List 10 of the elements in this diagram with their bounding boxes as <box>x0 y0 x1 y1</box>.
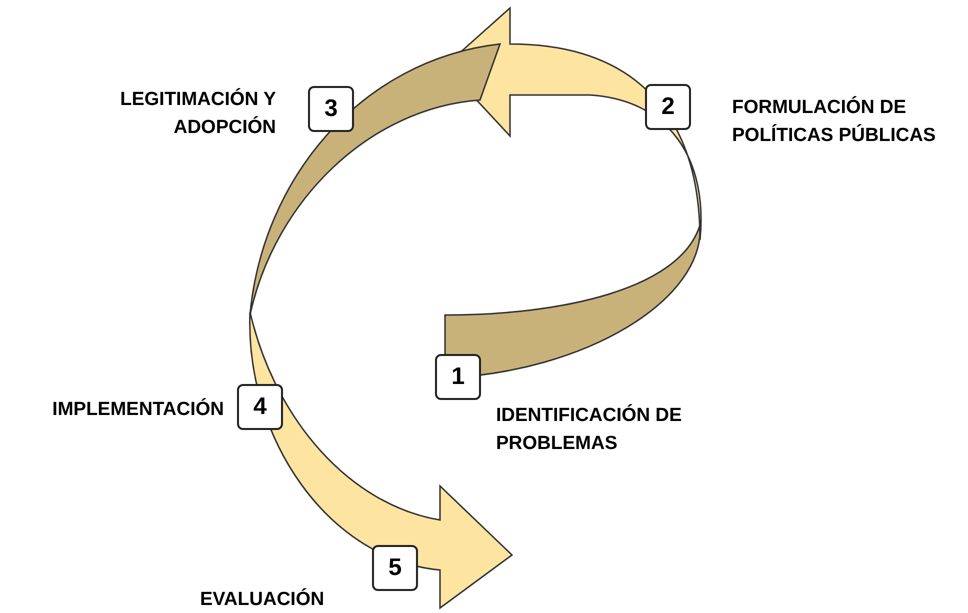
step-number-box: 2 <box>645 84 691 130</box>
step-label: EVALUACIÓN <box>200 587 326 612</box>
step-number-box: 4 <box>237 384 283 430</box>
step-label: LEGITIMACIÓN Y ADOPCIÓN <box>119 87 276 140</box>
step-label: IDENTIFICACIÓN DE PROBLEMAS <box>496 403 683 456</box>
step-number-box: 5 <box>372 545 418 591</box>
step-label: FORMULACIÓN DE POLÍTICAS PÚBLICAS <box>732 95 937 148</box>
step-number-box: 3 <box>308 86 354 132</box>
step-number-box: 1 <box>435 354 481 400</box>
step-label: IMPLEMENTACIÓN <box>51 397 224 422</box>
